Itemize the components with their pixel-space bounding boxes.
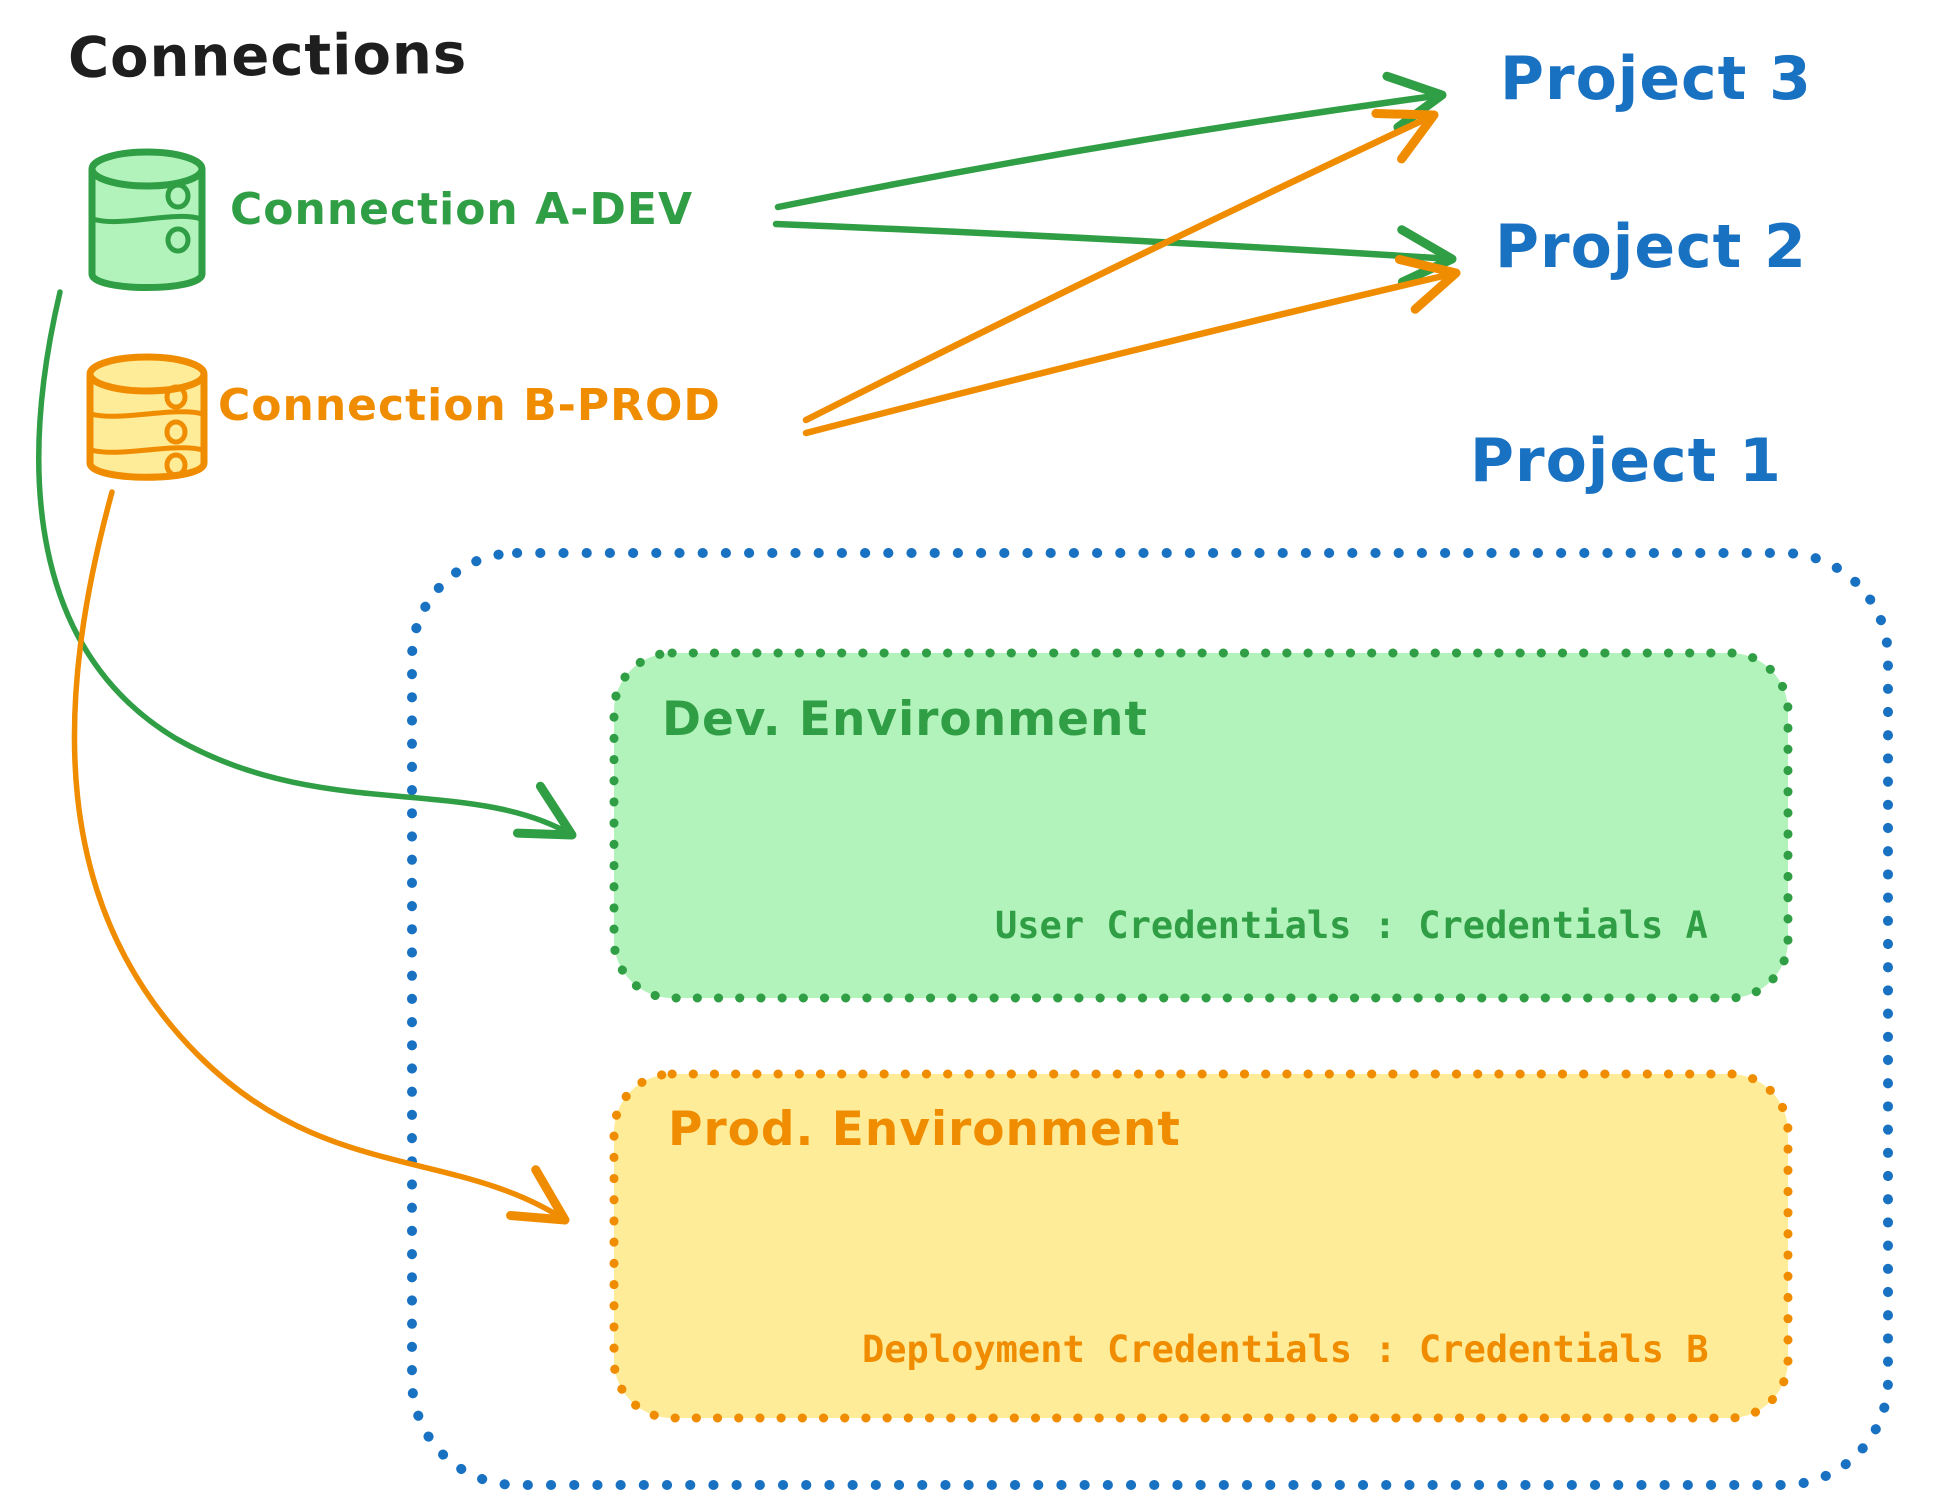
prod-environment-box bbox=[609, 1069, 1793, 1423]
database-prod-icon bbox=[86, 353, 208, 481]
project1-container-box bbox=[407, 548, 1893, 1490]
dev-credentials-text: User Credentials : Credentials A bbox=[995, 904, 1708, 947]
dev-environment-title: Dev. Environment bbox=[662, 692, 1148, 747]
connection-adev-label: Connection A-DEV bbox=[230, 184, 694, 235]
database-dev-icon bbox=[88, 148, 206, 291]
project3-label: Project 3 bbox=[1500, 44, 1812, 114]
project1-label: Project 1 bbox=[1470, 426, 1782, 496]
arrow-adev-to-project3 bbox=[774, 71, 1447, 211]
arrow-adev-to-project2 bbox=[772, 220, 1457, 287]
prod-environment-title: Prod. Environment bbox=[668, 1102, 1181, 1157]
arrow-adev-to-dev-environment bbox=[36, 289, 577, 840]
project2-label: Project 2 bbox=[1495, 212, 1807, 282]
prod-credentials-text: Deployment Credentials : Credentials B bbox=[862, 1328, 1709, 1371]
diagram-title: Connections bbox=[67, 21, 468, 92]
dev-environment-box bbox=[609, 648, 1793, 1003]
arrow-bprod-to-prod-environment bbox=[71, 489, 570, 1225]
connection-bprod-label: Connection B-PROD bbox=[218, 380, 721, 431]
arrow-bprod-to-project3 bbox=[802, 109, 1439, 424]
arrow-bprod-to-project2 bbox=[802, 255, 1461, 437]
